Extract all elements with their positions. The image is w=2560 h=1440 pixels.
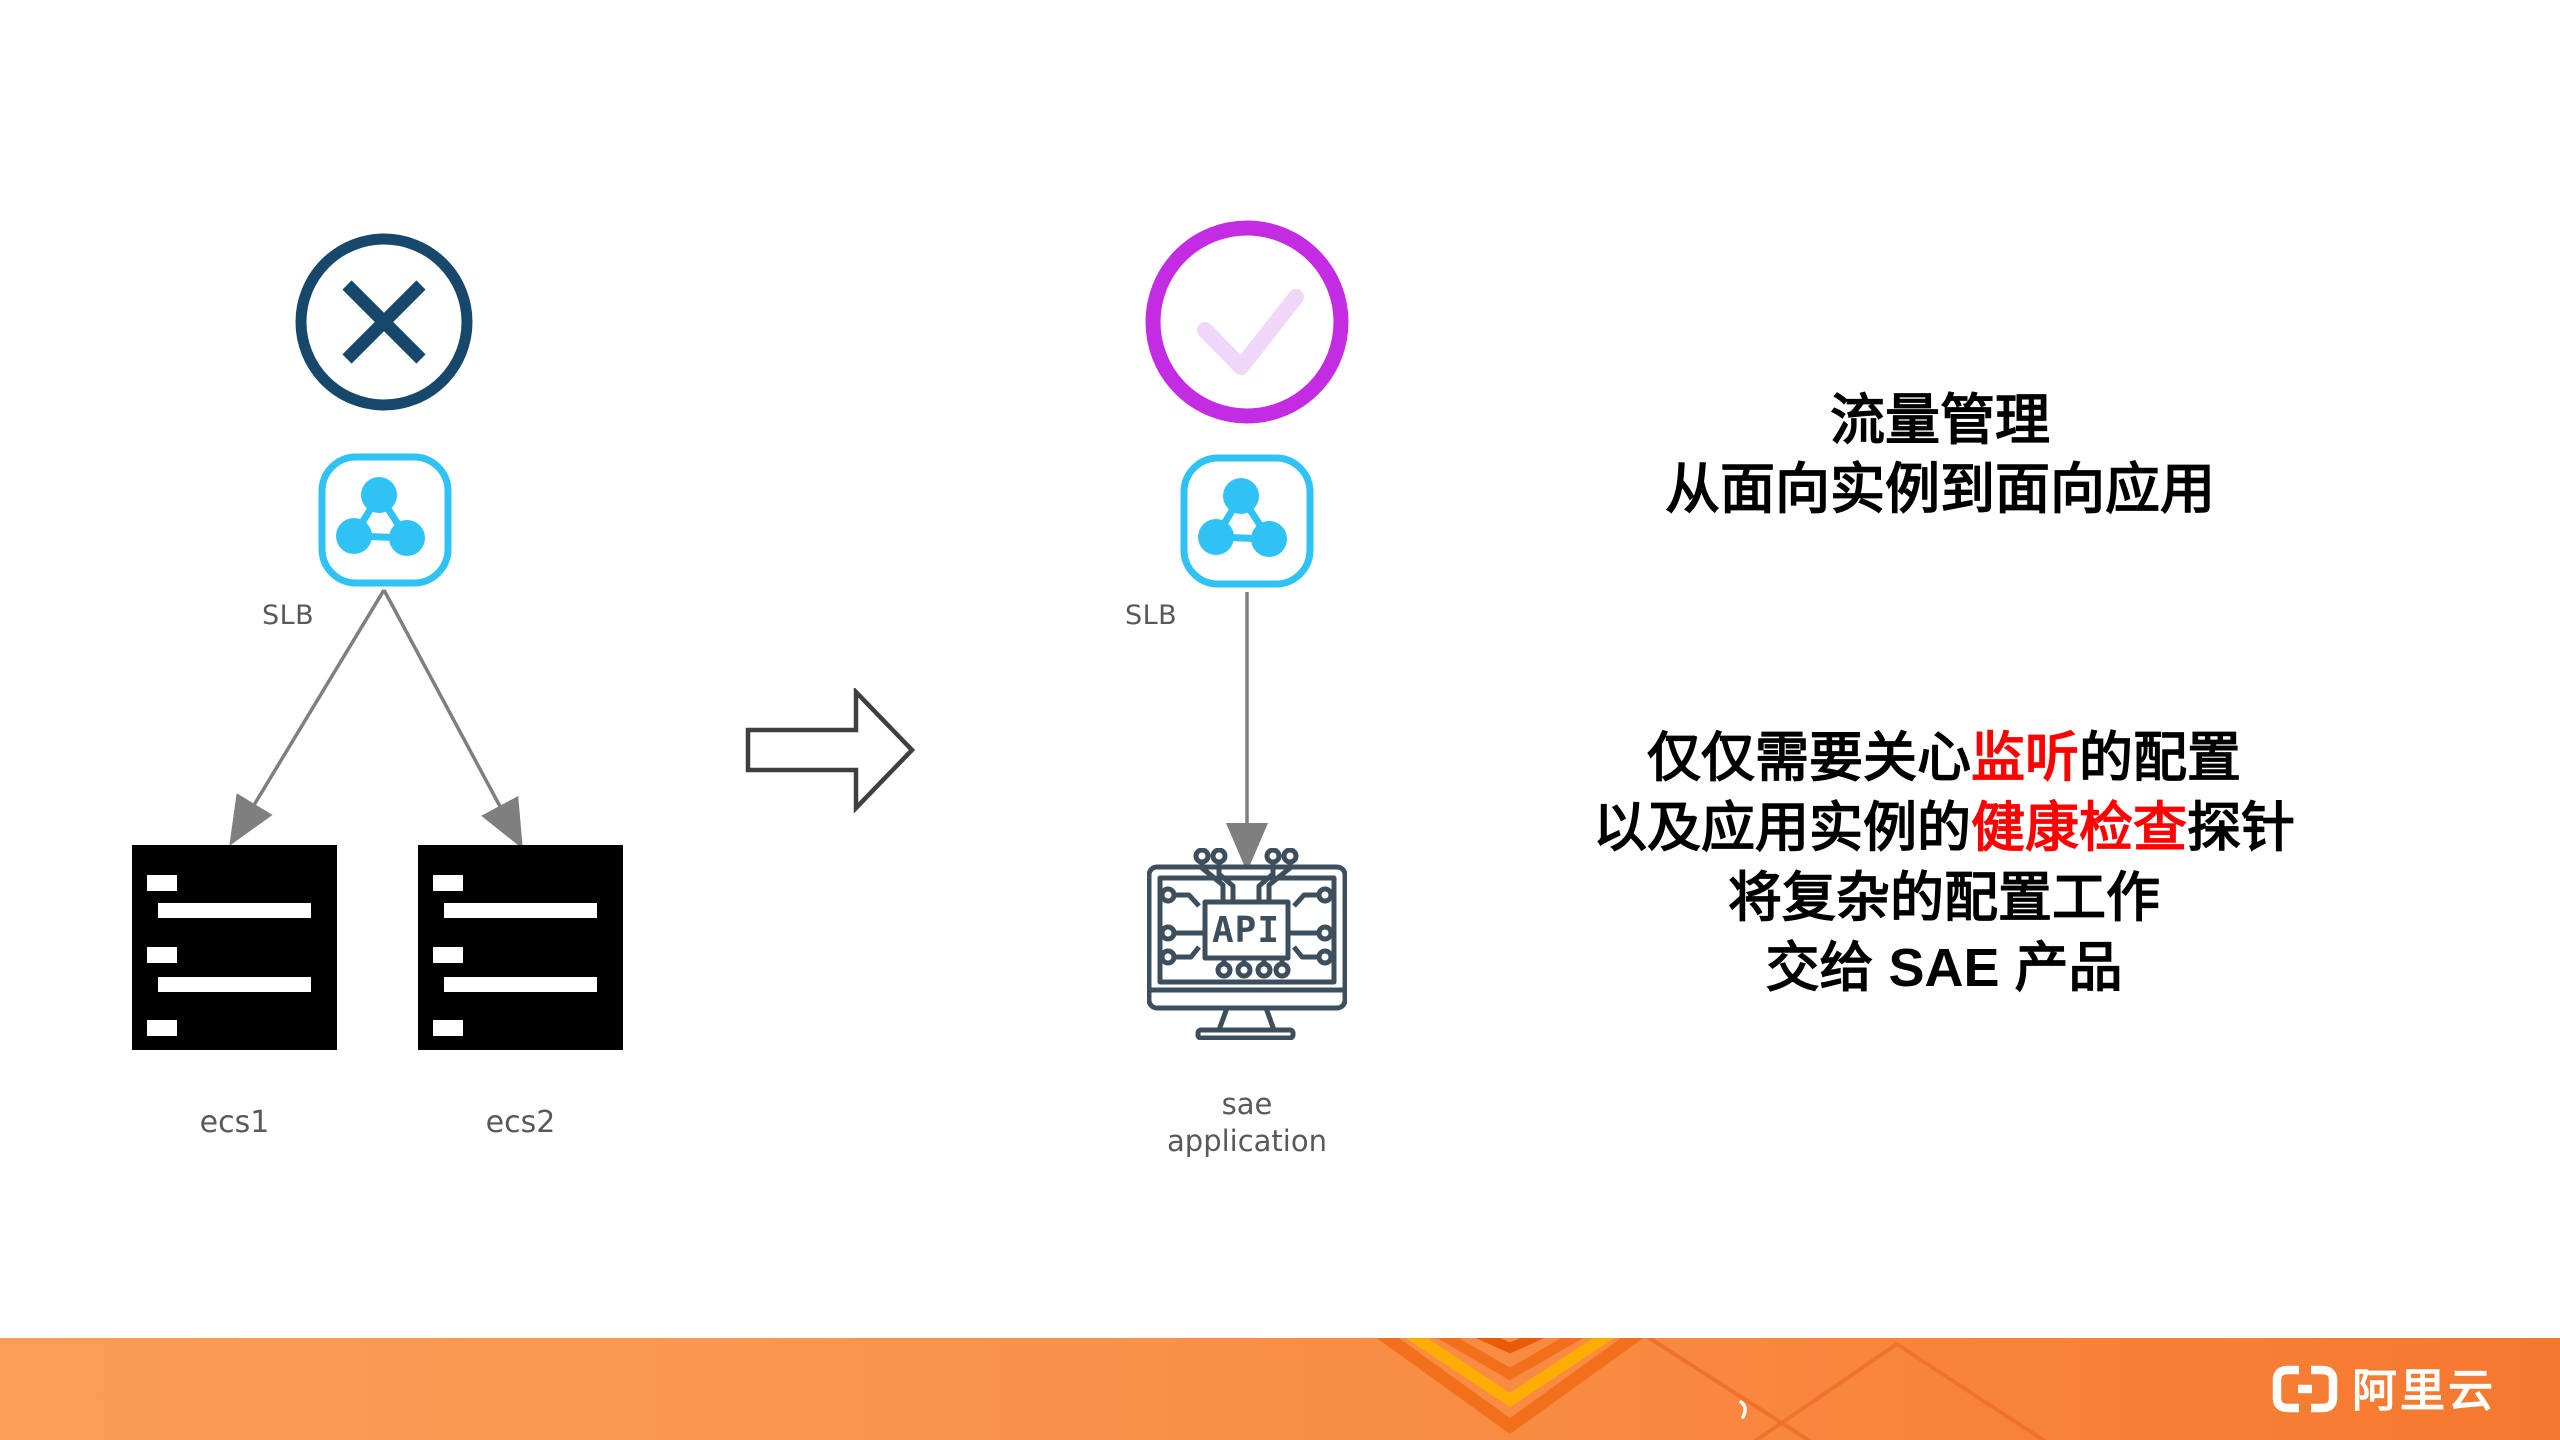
body-line-2: 以及应用实例的健康检查探针 — [1593, 798, 2295, 858]
server-label-ecs2: ecs2 — [485, 1105, 556, 1140]
slb-label-left: SLB — [262, 600, 315, 631]
alibaba-cloud-wordmark: 阿里云 — [2352, 1364, 2497, 1416]
footer-brand-bar: 阿里云 — [0, 1338, 2560, 1440]
headline-line2: 从面向实例到面向应用 — [1664, 458, 2215, 520]
body-text: 仅仅需要关心监听的配置 以及应用实例的健康检查探针 将复杂的配置工作 交给 SA… — [1544, 723, 2344, 1003]
body-line-3: 将复杂的配置工作 — [1728, 868, 2160, 928]
body-line-4: 交给 SAE 产品 — [1765, 938, 2123, 998]
slb-label-right: SLB — [1125, 600, 1178, 631]
slb-icon-left — [318, 453, 452, 587]
sae-application-label: sae application — [1097, 1086, 1397, 1160]
highlight-listener: 监听 — [1971, 728, 2079, 788]
sae-label-line2: application — [1167, 1124, 1327, 1158]
slb-icon-right — [1180, 454, 1314, 588]
alibaba-cloud-logo: 阿里云 — [2272, 1338, 2496, 1440]
headline-text: 流量管理 从面向实例到面向应用 — [1590, 386, 2290, 524]
sae-label-line1: sae — [1221, 1087, 1273, 1121]
headline-line1: 流量管理 — [1829, 389, 2050, 451]
transition-arrow — [745, 688, 916, 814]
server-icon-ecs1 — [132, 845, 337, 1050]
server-label-ecs1: ecs1 — [199, 1105, 270, 1140]
success-check-circle-icon — [1145, 220, 1349, 424]
arrow-slb-to-ecs1 — [229, 589, 386, 846]
api-chip-text: API — [1212, 910, 1280, 951]
body-line-1: 仅仅需要关心监听的配置 — [1647, 728, 2241, 788]
server-icon-ecs2 — [418, 845, 623, 1050]
arrow-slb-to-ecs2 — [382, 589, 523, 850]
error-x-circle-icon — [295, 233, 473, 411]
sae-application-icon: API — [1147, 848, 1347, 1040]
highlight-healthcheck: 健康检查 — [1971, 798, 2187, 858]
alibaba-cloud-bracket-icon — [2272, 1365, 2338, 1413]
footer-chevron-pattern — [1376, 1338, 2047, 1440]
